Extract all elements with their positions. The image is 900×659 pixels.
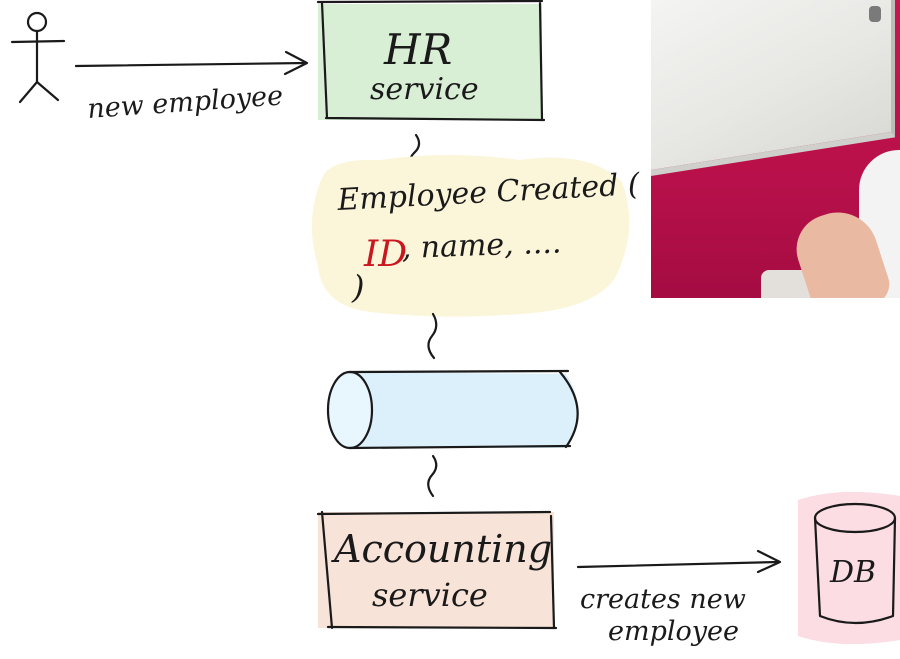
hr-service-box [316,0,546,122]
squiggle-connector-3 [427,454,438,498]
event-cloud [311,155,630,317]
arrow-to-db [576,549,782,574]
hr-service-subtitle: service [370,72,479,107]
actor-icon [10,11,66,104]
event-close-paren: ) [351,268,364,306]
new-employee-label: new employee [86,80,284,125]
accounting-service-subtitle: service [372,576,488,614]
employee-label: employee [608,616,739,647]
squiggle-connector-2 [427,312,438,360]
event-fields: , name, .... [401,225,562,266]
presenter-webcam-overlay [651,0,900,298]
db-label: DB [829,555,876,590]
message-queue-cylinder [326,369,579,450]
database-icon [798,491,900,645]
hr-service-title: HR [383,25,452,74]
arrow-to-hr-service [74,50,309,76]
accounting-service-box [316,510,558,630]
creates-new-label: creates new [580,584,746,615]
accounting-service-title: Accounting [331,527,552,571]
whiteboard-marker-image [869,6,881,22]
event-id-field: ID [363,234,407,275]
